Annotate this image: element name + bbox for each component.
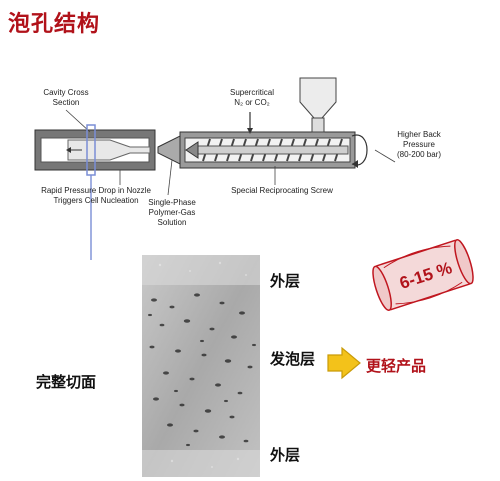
screw-label: Special Reciprocating Screw: [231, 186, 333, 195]
screw-tip: [185, 141, 199, 159]
outer-layer-top-label: 外层: [270, 272, 301, 290]
back-pressure-label: Higher Back Pressure (80-200 bar): [396, 130, 442, 159]
cavity-label: Cavity Cross Section: [43, 88, 89, 107]
whole-section-label: 完整切面: [36, 373, 97, 391]
pressure-drop-label: Rapid Pressure Drop in Nozzle Triggers C…: [41, 186, 151, 205]
foam-layer-label: 发泡层: [270, 350, 316, 368]
right-arrow-icon: [327, 346, 361, 380]
lighter-product-label: 更轻产品: [366, 357, 427, 375]
injection-schematic: [34, 77, 396, 260]
scroll-banner: [372, 239, 474, 311]
leader-lines: [65, 109, 396, 196]
single-phase-label: Single-Phase Polymer-Gas Solution: [148, 198, 196, 227]
page-title: 泡孔结构: [8, 12, 101, 37]
section-guide-line: [90, 175, 92, 260]
foam-micrograph: [142, 255, 260, 477]
nozzle: [157, 135, 181, 165]
micrograph-image: [142, 255, 260, 477]
supercritical-label: Supercritical N₂ or CO₂: [229, 88, 274, 107]
hopper: [299, 77, 337, 133]
outer-layer-bottom-label: 外层: [270, 446, 301, 464]
